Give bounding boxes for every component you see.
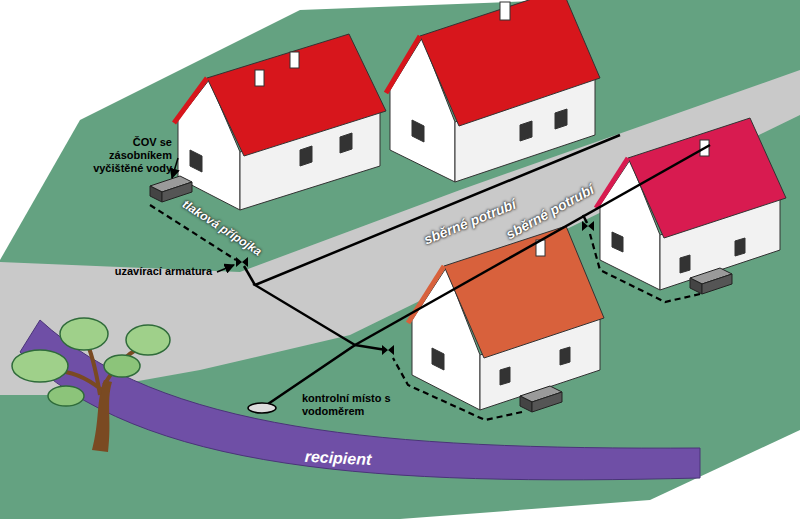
river-label: recipient [304, 447, 372, 470]
collector-pipe [244, 135, 710, 404]
leader-arrow [172, 158, 178, 178]
connection-label: tlaková přípojka [180, 197, 264, 259]
treatment-unit [520, 386, 562, 412]
pipe-label: sběrné potrubí [421, 196, 518, 248]
house [386, 0, 600, 182]
unit-label: ČOV se zásobníkem vyčištěné vody [80, 136, 172, 176]
valve-label: uzavírací armatura [100, 265, 212, 278]
valve-symbol [236, 221, 594, 355]
house [408, 226, 604, 410]
water-meter [248, 403, 276, 413]
leader-arrow [217, 265, 234, 272]
meter-label: kontrolní místo s vodoměrem [302, 392, 394, 418]
tree [12, 318, 170, 452]
treatment-unit [690, 268, 732, 294]
house [596, 118, 786, 290]
house [174, 34, 386, 210]
